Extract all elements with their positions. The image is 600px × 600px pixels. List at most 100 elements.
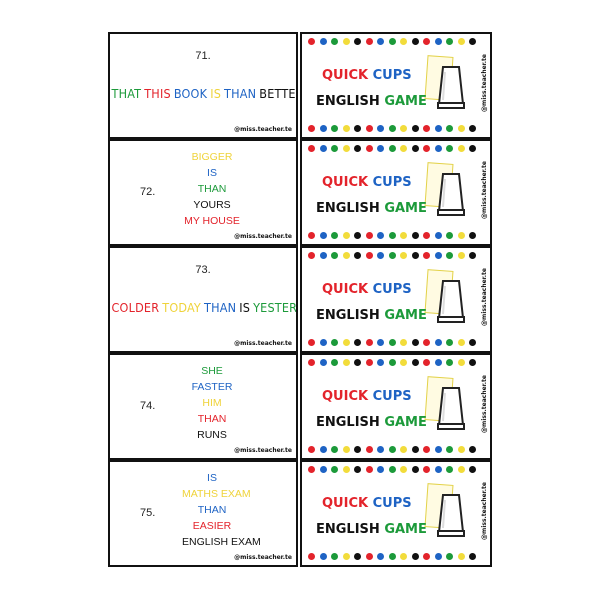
logo-word: ENGLISH [316, 201, 385, 216]
dot [354, 145, 361, 152]
dot [423, 252, 430, 259]
dot [331, 252, 338, 259]
dot [457, 553, 465, 560]
cup-icon [436, 64, 466, 110]
dot [331, 446, 338, 453]
dot-row [308, 145, 476, 153]
dot [469, 359, 476, 366]
dot [400, 446, 407, 453]
dot [308, 145, 315, 152]
dot [342, 252, 350, 259]
dot [377, 359, 384, 366]
logo-word: CUPS [372, 496, 412, 511]
dot [469, 252, 476, 259]
cup-icon [436, 278, 466, 324]
dot [457, 466, 465, 473]
word: MY HOUSE [184, 215, 240, 227]
word: RUNS [197, 429, 227, 441]
dot [365, 466, 373, 473]
dot [411, 38, 419, 45]
dot [446, 446, 453, 453]
dot [331, 145, 338, 152]
dot [434, 232, 442, 239]
word: TODAY [162, 300, 201, 315]
dot [400, 359, 407, 366]
dot [319, 359, 327, 366]
dot [377, 125, 384, 132]
word: EASIER [192, 520, 232, 532]
dot [423, 232, 430, 239]
dot [434, 553, 442, 560]
watermark-handle-vertical: @miss.teacher.te [481, 54, 488, 112]
card-number: 75. [140, 507, 156, 519]
dot [308, 232, 315, 239]
dot [354, 38, 361, 45]
dot [365, 232, 373, 239]
dot [423, 145, 430, 152]
dot [469, 38, 476, 45]
dot [365, 339, 373, 346]
word: IS [210, 86, 222, 101]
logo-word: GAME [384, 94, 427, 109]
dot-row [308, 339, 476, 347]
dot-row [308, 553, 476, 561]
dot [377, 339, 384, 346]
dot [319, 38, 327, 45]
word: YOURS [193, 199, 231, 211]
dot-row [308, 38, 476, 46]
dot [457, 446, 465, 453]
dot [308, 446, 315, 453]
logo-line-1: QUICK CUPS [322, 68, 412, 83]
dot [388, 125, 396, 132]
dot [446, 38, 453, 45]
word: BIGGER [191, 151, 233, 163]
dot [434, 339, 442, 346]
dot [365, 145, 373, 152]
dot [469, 125, 476, 132]
logo-line-2: ENGLISH GAME [316, 308, 427, 323]
dot [377, 145, 384, 152]
dot [388, 446, 396, 453]
word: HIM [202, 397, 222, 409]
word: THAN [197, 504, 227, 516]
logo-word: GAME [384, 308, 427, 323]
word: THAN [197, 183, 227, 195]
dot [400, 466, 407, 473]
dot [377, 446, 384, 453]
dot [319, 446, 327, 453]
dot [354, 339, 361, 346]
word-line: THATTHISBOOKISTHANBETTER [110, 86, 297, 101]
dot [469, 446, 476, 453]
dot [423, 125, 430, 132]
dot [319, 125, 327, 132]
dot [434, 38, 442, 45]
dot-row [308, 446, 476, 454]
word: COLDER [111, 300, 160, 315]
card-number: 73. [195, 264, 211, 276]
dot [388, 339, 396, 346]
dot [342, 446, 350, 453]
dot [457, 125, 465, 132]
dot [331, 125, 338, 132]
dot [457, 232, 465, 239]
dot [469, 232, 476, 239]
logo-word: QUICK [322, 389, 373, 404]
dot [446, 125, 453, 132]
dot [400, 252, 407, 259]
word: BETTER [259, 86, 296, 101]
word: YESTERDAY [253, 300, 298, 315]
dot [308, 359, 315, 366]
dot [354, 125, 361, 132]
logo-word: QUICK [322, 68, 373, 83]
dot [365, 125, 373, 132]
dot [377, 466, 384, 473]
dot-row [308, 125, 476, 133]
word: THAT [111, 86, 142, 101]
dot [342, 38, 350, 45]
dot [377, 252, 384, 259]
dot [377, 232, 384, 239]
word: THIS [144, 86, 171, 101]
dot [308, 339, 315, 346]
